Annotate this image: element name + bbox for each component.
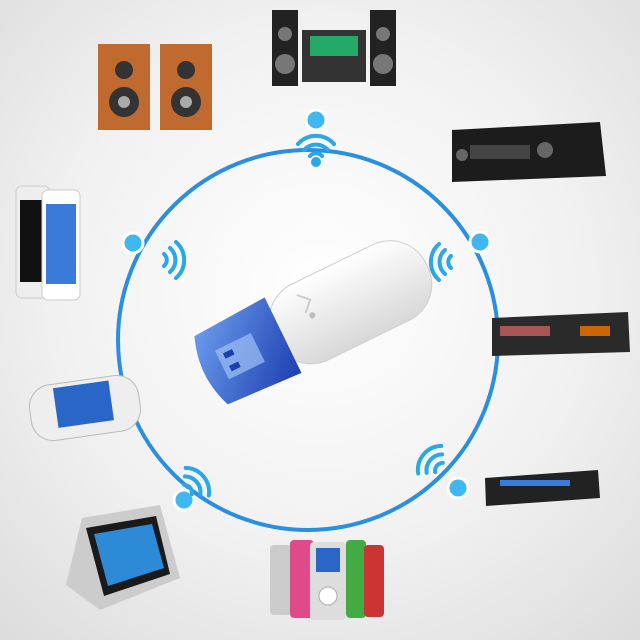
tablet [66, 505, 180, 610]
bluetooth-node-icon [121, 108, 492, 512]
set-top-box [492, 312, 630, 356]
speakers [98, 44, 212, 130]
wifi-signal-icon [162, 133, 453, 498]
smartphone [15, 185, 81, 301]
mp3-players [270, 540, 384, 620]
av-receiver [452, 122, 606, 182]
dvd-player [485, 470, 600, 506]
bluetooth-dongle [194, 240, 433, 405]
handheld-console [28, 374, 142, 442]
hifi-stereo [272, 10, 396, 86]
